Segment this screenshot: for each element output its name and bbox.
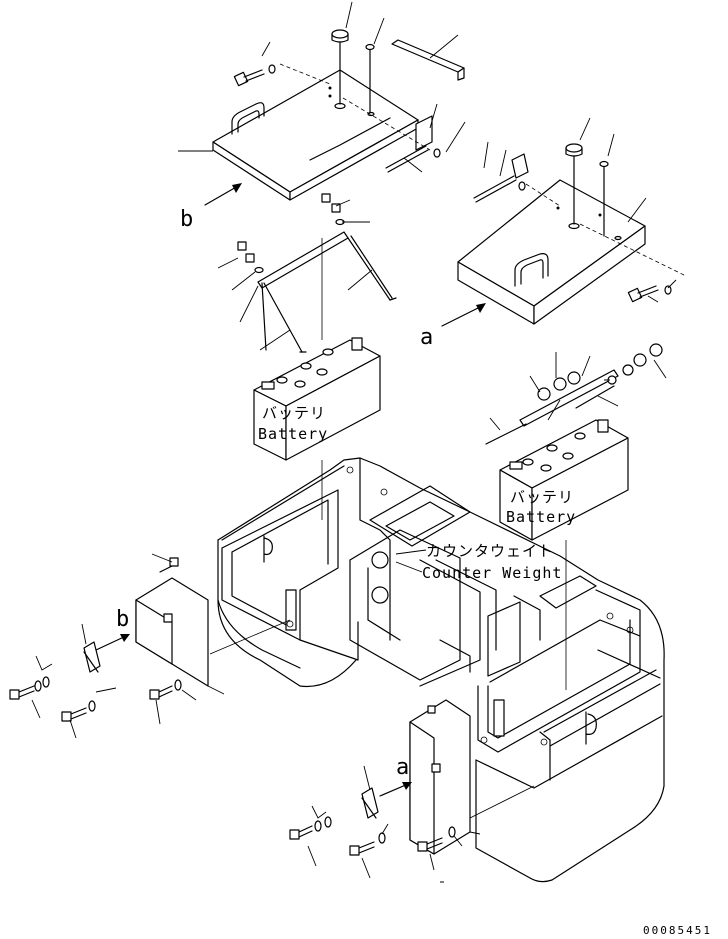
counterweight-en: Counter Weight xyxy=(422,564,562,582)
bolt-icon xyxy=(289,825,313,840)
counterweight-frame xyxy=(217,457,665,883)
ref-label-b-left: b xyxy=(116,607,129,632)
bolt-icon xyxy=(233,64,276,87)
battery-hold-down-left xyxy=(237,193,397,353)
page-code: 00085451 xyxy=(643,924,712,937)
bolt-icon xyxy=(417,826,456,852)
counterweight-jp: カウンタウェイト xyxy=(426,542,554,560)
cover-pin-a xyxy=(599,160,609,237)
battery-hold-down-right xyxy=(485,343,663,445)
bolt-icon xyxy=(61,700,96,722)
hinge-bracket-a xyxy=(473,153,529,203)
battery-right-en: Battery xyxy=(506,508,576,526)
side-cover-a xyxy=(409,699,535,855)
ref-label-b-top: b xyxy=(180,207,193,232)
cover-pin-b xyxy=(365,43,375,113)
latch-left xyxy=(83,641,101,673)
side-cover-b xyxy=(135,553,291,695)
counterweight-label: カウンタウェイト Counter Weight xyxy=(395,542,562,582)
ref-arrow-a-bottom: a xyxy=(379,755,412,797)
battery-left-en: Battery xyxy=(258,425,328,443)
bolt-icon xyxy=(149,679,182,700)
battery-left: バッテリ Battery xyxy=(253,337,381,461)
cover-strap-plate xyxy=(391,39,465,81)
cover-knob-a xyxy=(565,143,583,225)
battery-right: バッテリ Battery xyxy=(499,419,629,541)
battery-left-jp: バッテリ xyxy=(262,404,326,422)
ref-arrow-b-left: b xyxy=(95,607,130,651)
ref-label-a-bottom: a xyxy=(396,755,409,780)
ref-arrow-a: a xyxy=(420,303,486,350)
latch-bottom xyxy=(361,787,379,819)
washer-icon xyxy=(314,816,332,832)
battery-right-jp: バッテリ xyxy=(510,488,574,506)
ref-label-a-top: a xyxy=(420,325,433,350)
washer-icon xyxy=(34,676,50,692)
bolt-icon xyxy=(349,832,386,856)
battery-cover-b xyxy=(212,69,419,201)
ref-arrow-b: b xyxy=(180,183,242,232)
cover-knob-b xyxy=(331,29,349,105)
bolt-icon xyxy=(627,285,672,303)
bolt-icon xyxy=(9,685,35,700)
battery-cover-a xyxy=(457,179,646,325)
